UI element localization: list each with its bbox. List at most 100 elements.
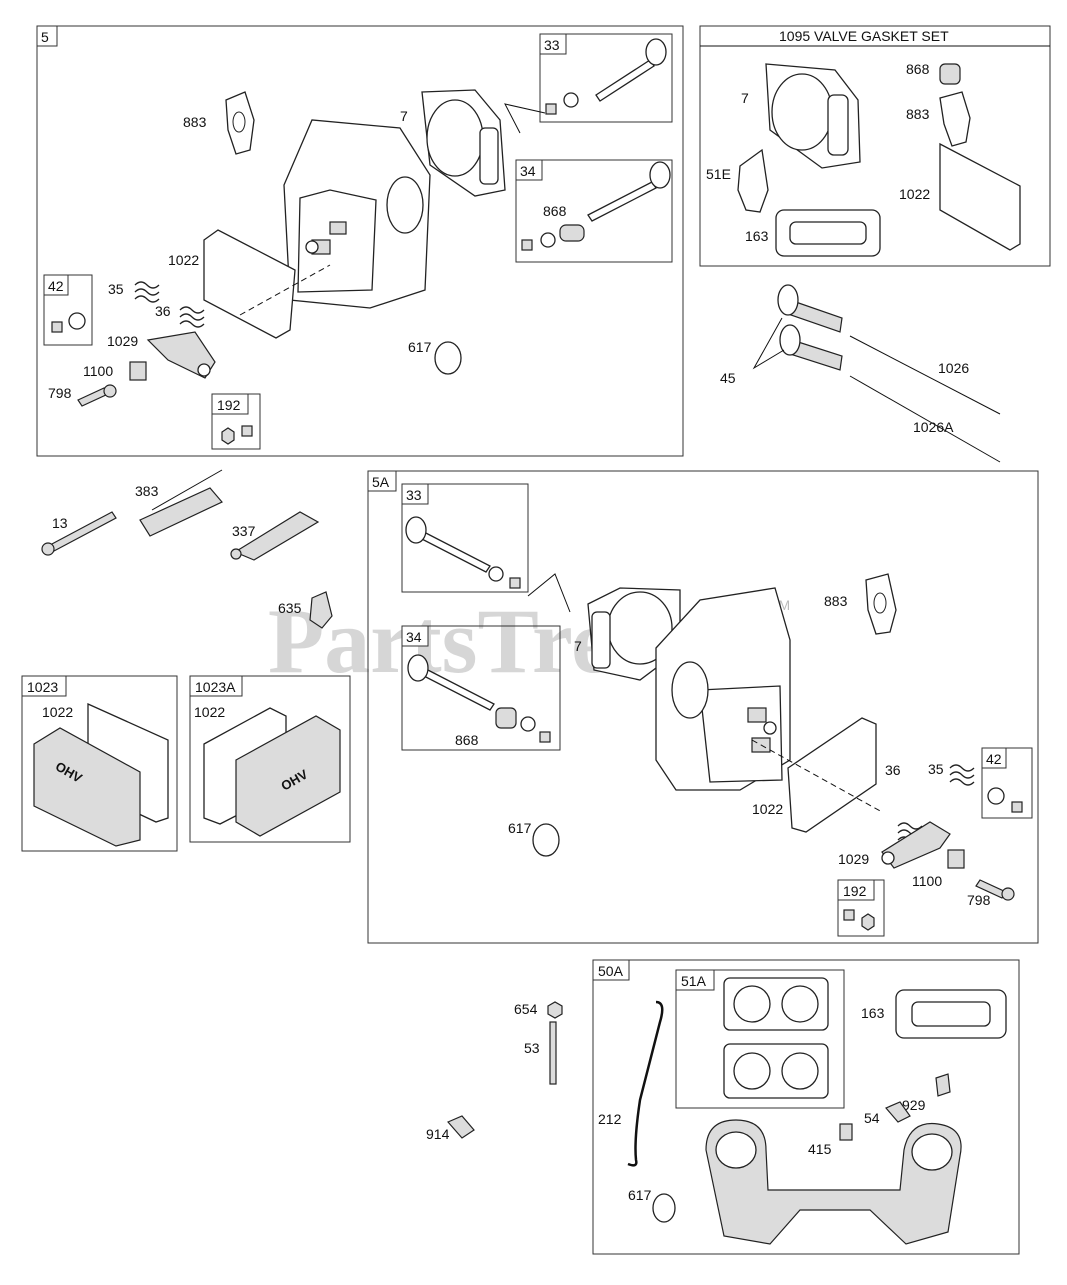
callout-868-top: 868 (543, 203, 567, 219)
bolt-798-5a (975, 879, 1007, 899)
callout-36-5a: 36 (885, 762, 901, 778)
callout-7-5a: 7 (574, 638, 582, 654)
callout-45: 45 (720, 370, 736, 386)
stud-53 (549, 1021, 557, 1085)
gasket-51e-set (737, 148, 769, 213)
exhaust-valve-top (521, 161, 671, 251)
callout-883-top: 883 (183, 114, 207, 130)
misc-parts: 13 383 337 635 (41, 469, 333, 629)
callout-929: 929 (902, 1097, 926, 1113)
breather-383 (139, 487, 223, 537)
callout-1029-5a: 1029 (838, 851, 869, 867)
gasket-883-set (939, 91, 971, 147)
callout-1022-1023: 1022 (42, 704, 73, 720)
callout-415: 415 (808, 1141, 832, 1157)
gasket-1022-set (939, 142, 1021, 251)
callout-914: 914 (426, 1126, 450, 1142)
panel-50a: 50A 51A 163 212 929 54 415 617 (592, 959, 1020, 1255)
bolt-914 (447, 1115, 475, 1139)
subbox-33-top-tag: 33 (544, 37, 560, 53)
callout-13: 13 (52, 515, 68, 531)
callout-35-top: 35 (108, 281, 124, 297)
callout-1022-set: 1022 (899, 186, 930, 202)
callout-163-manifold: 163 (861, 1005, 885, 1021)
callout-635: 635 (278, 600, 302, 616)
callout-868-5a: 868 (455, 732, 479, 748)
gasket-1022-5a (787, 717, 877, 833)
subbox-33-5a-tag: 33 (406, 487, 422, 503)
panel-1095: 1095 VALVE GASKET SET 7 868 883 51E 1022… (699, 25, 1051, 267)
spark-plug-337 (233, 511, 320, 561)
subbox-34-top-tag: 34 (520, 163, 536, 179)
nut-192 (221, 427, 235, 445)
panel-5: 5 33 34 868 42 192 (36, 25, 684, 457)
spring-36-top (179, 306, 205, 328)
panel-1023-tag: 1023 (27, 679, 58, 695)
plug-415 (839, 1123, 853, 1141)
panel-1095-title: 1095 VALVE GASKET SET (779, 28, 949, 44)
oring-617-5a (532, 823, 560, 857)
exhaust-manifold (705, 1119, 962, 1245)
head-gasket-top (421, 89, 506, 197)
elbow-635 (309, 591, 333, 629)
callout-654: 654 (514, 1001, 538, 1017)
callout-883-set: 883 (906, 106, 930, 122)
subbox-192-5a-tag: 192 (843, 883, 867, 899)
callout-1026a: 1026A (913, 419, 954, 435)
callout-617-5a: 617 (508, 820, 532, 836)
callout-798-5a: 798 (967, 892, 991, 908)
callout-1100-5a: 1100 (912, 873, 942, 889)
callout-617-manifold: 617 (628, 1187, 652, 1203)
callout-868-set: 868 (906, 61, 930, 77)
callout-53: 53 (524, 1040, 540, 1056)
wire-212 (627, 1000, 664, 1167)
nut-654 (547, 1001, 563, 1019)
callout-1022-5a: 1022 (752, 801, 783, 817)
cylinder-head-top (283, 119, 431, 309)
panel-1023a-tag: 1023A (195, 679, 236, 695)
callout-163-set: 163 (745, 228, 769, 244)
rocker-cover-1023a (235, 715, 341, 837)
retainer-42 (68, 312, 86, 330)
callout-337: 337 (232, 523, 256, 539)
subbox-192-top-tag: 192 (217, 397, 241, 413)
seal-868-set (939, 63, 961, 85)
intake-valve-5a (415, 529, 491, 573)
panel-1023: 1023 1022 OHV (21, 675, 178, 852)
callout-1022-1023a: 1022 (194, 704, 225, 720)
oring-617-top (434, 341, 462, 375)
callout-617-top: 617 (408, 339, 432, 355)
callout-212: 212 (598, 1111, 622, 1127)
callout-383: 383 (135, 483, 159, 499)
gasket-883-top (225, 91, 255, 155)
tappets-pushrods: 45 1026 1026A (720, 284, 1001, 463)
panel-5a-tag: 5A (372, 474, 390, 490)
guide-1100-5a (947, 849, 965, 869)
subbox-42-5a-tag: 42 (986, 751, 1002, 767)
spring-35-top (134, 281, 160, 303)
callout-35-5a: 35 (928, 761, 944, 777)
subbox-34-5a-tag: 34 (406, 629, 422, 645)
manifold-fasteners: 654 53 914 (426, 1001, 563, 1142)
callout-1029-top: 1029 (107, 333, 138, 349)
oring-617-manifold (652, 1193, 676, 1223)
intake-valve-top (545, 38, 667, 115)
gasket-1022-top (203, 229, 296, 339)
bolt-929 (935, 1073, 951, 1097)
panel-1023a: 1023A 1022 OHV (189, 675, 351, 843)
gasket-883-5a (865, 573, 897, 635)
callout-36-top: 36 (155, 303, 171, 319)
cylinder-head-5a (655, 587, 791, 791)
panel-5a: 5A 33 34 868 7 (367, 470, 1039, 944)
callout-1022-top: 1022 (168, 252, 199, 268)
callout-7-top: 7 (400, 108, 408, 124)
panel-5-tag: 5 (41, 29, 49, 45)
bolt-54 (885, 1101, 911, 1123)
guide-1100-top (129, 361, 147, 381)
spring-35-5a (949, 764, 975, 786)
subbox-51a-tag: 51A (681, 973, 707, 989)
callout-798-top: 798 (48, 385, 72, 401)
rocker-cover-1023 (33, 727, 141, 847)
